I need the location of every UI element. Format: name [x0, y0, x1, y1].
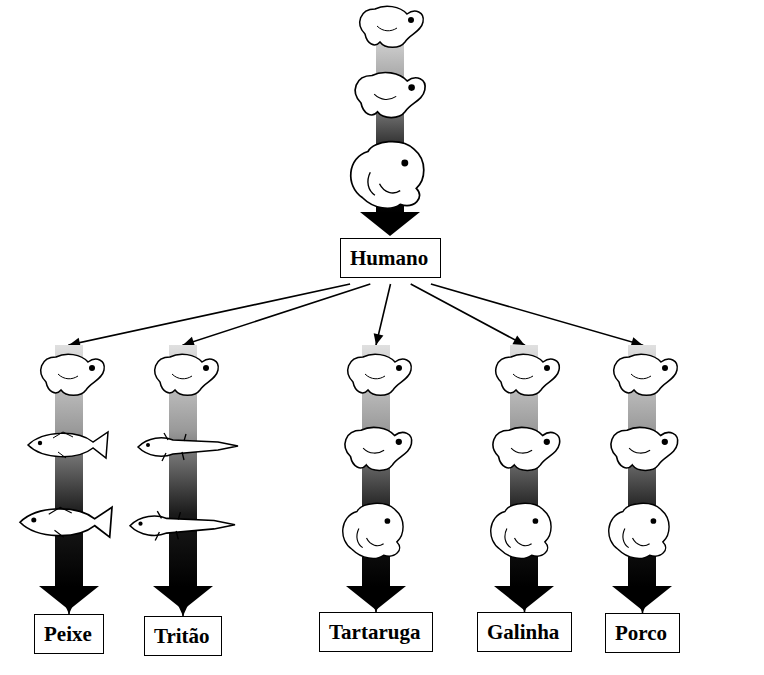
fetus: [491, 503, 551, 558]
arrow-head: [512, 335, 524, 345]
species-box: Tritão: [144, 616, 222, 656]
connector-line: [69, 284, 350, 614]
root-box: Humano: [340, 238, 441, 278]
fetus: [351, 142, 424, 209]
embryo: [611, 427, 678, 470]
embryo: [348, 354, 411, 395]
embryo: [355, 73, 425, 118]
human-column: [351, 6, 425, 236]
embryo: [41, 354, 104, 395]
embryo: [496, 354, 559, 395]
embryo: [155, 354, 218, 395]
fetus: [609, 503, 669, 558]
species-box: Galinha: [477, 612, 572, 652]
newt: [130, 511, 235, 540]
box-label: Porco: [615, 621, 670, 645]
box-label: Tartaruga: [329, 620, 423, 644]
species-box: Porco: [605, 613, 680, 653]
box-label: Galinha: [487, 620, 562, 644]
box-label: Tritão: [154, 624, 212, 648]
newt-embryo: [138, 433, 238, 461]
turtle-column: [343, 345, 412, 610]
box-label: Peixe: [44, 622, 94, 646]
fish-embryo: [28, 432, 108, 458]
embryo: [493, 427, 560, 470]
embryo: [360, 6, 423, 47]
embryo: [614, 354, 677, 395]
fish: [20, 507, 112, 537]
species-box: Tartaruga: [319, 612, 433, 652]
arrow-head: [374, 333, 384, 345]
fish-column: [20, 345, 112, 610]
box-label: Humano: [350, 246, 431, 270]
arrow-head: [183, 337, 195, 347]
embryo: [345, 427, 412, 470]
fetus: [343, 503, 403, 558]
pig-column: [609, 345, 678, 610]
newt-column: [130, 345, 238, 610]
species-box: Peixe: [34, 614, 104, 654]
chicken-column: [491, 345, 560, 610]
